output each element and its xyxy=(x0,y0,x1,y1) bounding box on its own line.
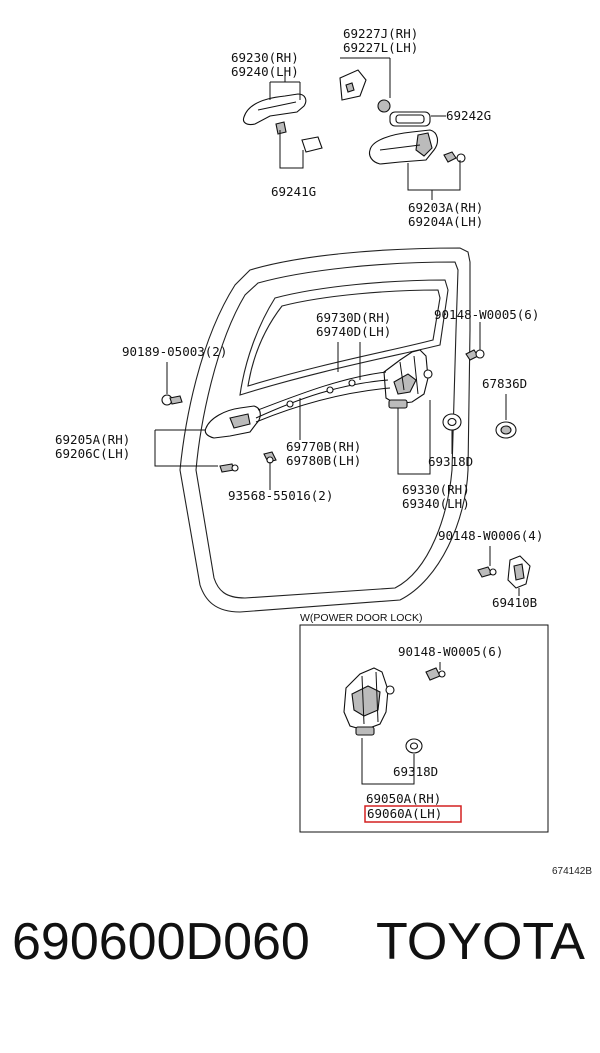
lock-screws xyxy=(465,349,485,361)
door-outline xyxy=(179,247,471,613)
label-69227J: 69227J(RH) xyxy=(343,26,418,41)
label-90148-c: 90148-W0005(6) xyxy=(398,644,503,659)
inside-handle xyxy=(204,405,261,439)
label-67836D: 67836D xyxy=(482,376,527,391)
outside-handle xyxy=(242,93,307,126)
label-90148-a: 90148-W0005(6) xyxy=(434,307,539,322)
highlight-box-69060A xyxy=(364,805,462,823)
grommet-part xyxy=(495,421,517,439)
footer-brand: TOYOTA xyxy=(376,913,585,971)
label-69242G: 69242G xyxy=(446,108,491,123)
label-69230: 69230(RH) xyxy=(231,50,299,65)
washer-part xyxy=(442,413,462,431)
label-69340: 69340(LH) xyxy=(402,496,470,511)
handle-cap-part xyxy=(339,69,391,113)
label-69330: 69330(RH) xyxy=(402,482,470,497)
leader-lines xyxy=(154,57,520,596)
lock-cables xyxy=(255,371,391,423)
footer-part-number: 690600D060 xyxy=(12,913,310,971)
inside-handle-bolt xyxy=(161,394,183,406)
parts-diagram: 69227J(RH) 69227L(LH) 69230(RH) 69240(LH… xyxy=(55,26,592,877)
label-90189: 90189-05003(2) xyxy=(122,344,227,359)
label-69203A: 69203A(RH) xyxy=(408,200,483,215)
clip-screw xyxy=(263,451,277,464)
label-69780B: 69780B(LH) xyxy=(286,453,361,468)
diagram-id: 674142B xyxy=(552,866,592,877)
label-93568: 93568-55016(2) xyxy=(228,488,333,503)
door-lock-assembly xyxy=(383,349,433,409)
label-69204A: 69204A(LH) xyxy=(408,214,483,229)
label-69318D-b: 69318D xyxy=(393,764,438,779)
handle-frame-part xyxy=(368,129,466,165)
handle-cover-part xyxy=(275,121,323,153)
label-69318D-a: 69318D xyxy=(428,454,473,469)
inside-handle-screw xyxy=(219,463,239,473)
inset-box-title: W(POWER DOOR LOCK) xyxy=(300,612,423,624)
label-69227L: 69227L(LH) xyxy=(343,40,418,55)
part-labels: 69227J(RH) 69227L(LH) 69230(RH) 69240(LH… xyxy=(55,26,592,877)
handle-gasket-part xyxy=(389,111,431,127)
door-striker xyxy=(477,555,531,589)
label-69740D: 69740D(LH) xyxy=(316,324,391,339)
label-69410B: 69410B xyxy=(492,595,537,610)
label-69730D: 69730D(RH) xyxy=(316,310,391,325)
label-69240: 69240(LH) xyxy=(231,64,299,79)
label-90148-b: 90148-W0006(4) xyxy=(438,528,543,543)
label-69060A: 69060A(LH) xyxy=(367,806,442,821)
power-door-lock-inset xyxy=(299,624,549,833)
label-69206C: 69206C(LH) xyxy=(55,446,130,461)
label-69241G: 69241G xyxy=(271,184,316,199)
label-69205A: 69205A(RH) xyxy=(55,432,130,447)
label-69050A: 69050A(RH) xyxy=(366,791,441,806)
label-69770B: 69770B(RH) xyxy=(286,439,361,454)
